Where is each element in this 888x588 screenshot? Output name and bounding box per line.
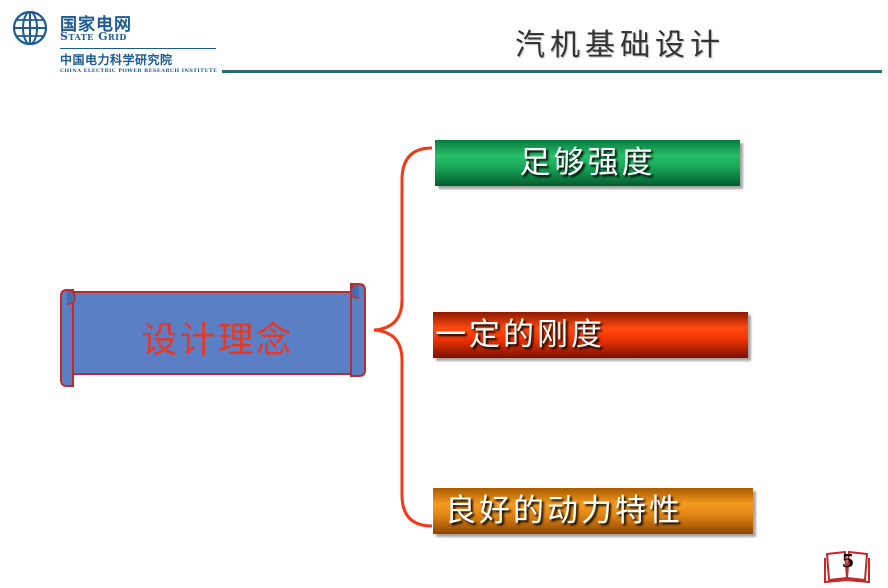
- state-grid-globe-icon: [12, 10, 48, 46]
- org-name-cn: 国家电网: [60, 15, 132, 35]
- concept-scroll: [60, 283, 366, 387]
- item-bar-stiffness: 一定的刚度: [433, 312, 748, 358]
- org-name-en: State Grid: [60, 30, 127, 43]
- header-divider: [222, 70, 882, 73]
- logo-block: 国家电网 State Grid 中国电力科学研究院 CHINA ELECTRIC…: [10, 8, 220, 78]
- logo-divider: [60, 48, 216, 49]
- concept-label: 设计理念: [141, 320, 294, 361]
- open-book-icon: [824, 550, 870, 584]
- page-number: 5: [841, 551, 855, 572]
- curly-brace: [373, 146, 433, 528]
- institute-name-en: CHINA ELECTRIC POWER RESEARCH INSTITUTE: [60, 68, 218, 74]
- institute-name-cn: 中国电力科学研究院: [60, 53, 173, 67]
- slide-title: 汽机基础设计: [515, 28, 725, 63]
- item-bar-strength: 足够强度: [435, 140, 740, 186]
- item-bar-dynamics: 良好的动力特性: [433, 488, 753, 534]
